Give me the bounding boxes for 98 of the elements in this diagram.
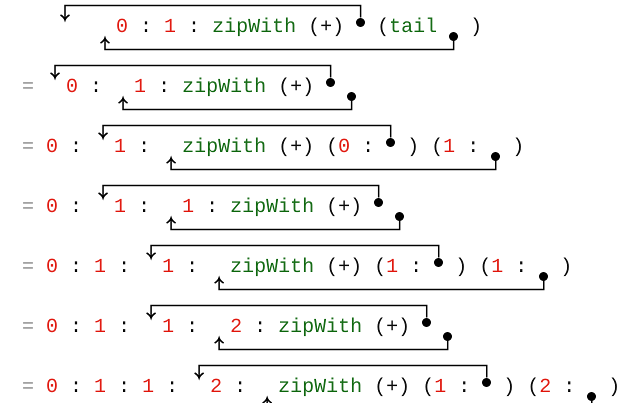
pointer-dot	[449, 32, 458, 40]
pointer-dot	[386, 138, 396, 146]
pointer-dot	[539, 272, 548, 280]
code-symbol: )	[470, 18, 482, 38]
code-symbol: :	[70, 138, 82, 158]
code-symbol: :	[206, 198, 218, 218]
pointer-dot	[395, 212, 404, 220]
code-symbol: (+)	[374, 318, 410, 338]
function-name: zipWith	[212, 18, 296, 38]
code-symbol: :	[234, 378, 246, 398]
pointer-dot	[422, 318, 432, 326]
code-symbol: :	[188, 18, 200, 38]
code-symbol: ) (	[455, 258, 492, 278]
code-symbol: :	[70, 318, 82, 338]
function-name: zipWith	[182, 78, 266, 98]
number-literal: 1	[162, 258, 174, 278]
code-symbol: :	[186, 258, 198, 278]
equals-sign: =	[22, 138, 34, 158]
pointer-dot	[491, 152, 500, 160]
code-symbol: :	[186, 318, 198, 338]
equals-sign: =	[22, 378, 34, 398]
number-literal: 2	[210, 378, 222, 398]
number-literal: 1	[134, 78, 146, 98]
code-symbol: :	[70, 258, 82, 278]
function-name: zipWith	[230, 198, 314, 218]
equals-sign: =	[22, 258, 34, 278]
code-symbol: :	[515, 258, 528, 278]
number-literal: 0	[338, 138, 350, 158]
pointer-dot	[356, 18, 366, 26]
pointer-dot	[587, 392, 596, 400]
code-symbol: )	[560, 258, 572, 278]
number-literal: 0	[66, 78, 78, 98]
equals-sign: =	[22, 318, 34, 338]
code-symbol: :	[563, 378, 576, 398]
code-symbol: (	[374, 258, 386, 278]
number-literal: 0	[46, 138, 58, 158]
number-literal: 0	[46, 198, 58, 218]
code-symbol: :	[70, 378, 82, 398]
pointer-dot	[443, 332, 452, 340]
code-symbol: (	[377, 18, 390, 38]
pointer-dot	[434, 258, 444, 266]
function-name: zipWith	[278, 378, 362, 398]
pointer-dot	[347, 92, 356, 100]
code-symbol: :	[118, 378, 130, 398]
code-symbol: :	[70, 198, 82, 218]
code-symbol: ) (	[407, 138, 444, 158]
code-symbol: (+)	[326, 198, 362, 218]
code-symbol: (+)	[326, 258, 362, 278]
code-symbol: (	[326, 138, 338, 158]
function-name: tail	[389, 18, 438, 38]
code-symbol: :	[138, 198, 150, 218]
code-symbol: (+)	[278, 138, 314, 158]
number-literal: 1	[142, 378, 154, 398]
number-literal: 1	[491, 258, 504, 278]
number-literal: 0	[46, 378, 58, 398]
number-literal: 1	[114, 198, 126, 218]
number-literal: 2	[539, 378, 552, 398]
code-symbol: :	[254, 318, 266, 338]
number-literal: 1	[114, 138, 126, 158]
number-literal: 0	[116, 18, 128, 38]
code-symbol: )	[512, 138, 524, 158]
code-symbol: )	[608, 378, 620, 398]
code-symbol: :	[467, 138, 480, 158]
number-literal: 1	[94, 378, 106, 398]
pointer-dot	[374, 198, 384, 206]
code-symbol: :	[362, 138, 374, 158]
number-literal: 0	[46, 318, 58, 338]
code-symbol: :	[138, 138, 150, 158]
code-symbol: :	[90, 78, 102, 98]
number-literal: 1	[162, 318, 174, 338]
number-literal: 1	[94, 258, 106, 278]
code-symbol: (+)	[278, 78, 314, 98]
code-symbol: :	[166, 378, 178, 398]
code-symbol: (+)	[308, 18, 344, 38]
code-symbol: :	[458, 378, 470, 398]
code-symbol: :	[118, 258, 130, 278]
function-name: zipWith	[230, 258, 314, 278]
number-literal: 2	[230, 318, 242, 338]
pointer-dot	[482, 378, 492, 386]
code-symbol: :	[158, 78, 170, 98]
equals-sign: =	[22, 78, 34, 98]
pointer-dot	[326, 78, 336, 86]
number-literal: 0	[46, 258, 58, 278]
function-name: zipWith	[278, 318, 362, 338]
number-literal: 1	[164, 18, 176, 38]
number-literal: 1	[386, 258, 398, 278]
number-literal: 1	[182, 198, 194, 218]
function-name: zipWith	[182, 138, 266, 158]
number-literal: 1	[434, 378, 446, 398]
number-literal: 1	[443, 138, 456, 158]
code-symbol: (	[422, 378, 434, 398]
code-symbol: (+)	[374, 378, 410, 398]
code-symbol: :	[410, 258, 422, 278]
equals-sign: =	[22, 198, 34, 218]
number-literal: 1	[94, 318, 106, 338]
code-symbol: ) (	[503, 378, 540, 398]
code-symbol: :	[140, 18, 152, 38]
code-symbol: :	[118, 318, 130, 338]
